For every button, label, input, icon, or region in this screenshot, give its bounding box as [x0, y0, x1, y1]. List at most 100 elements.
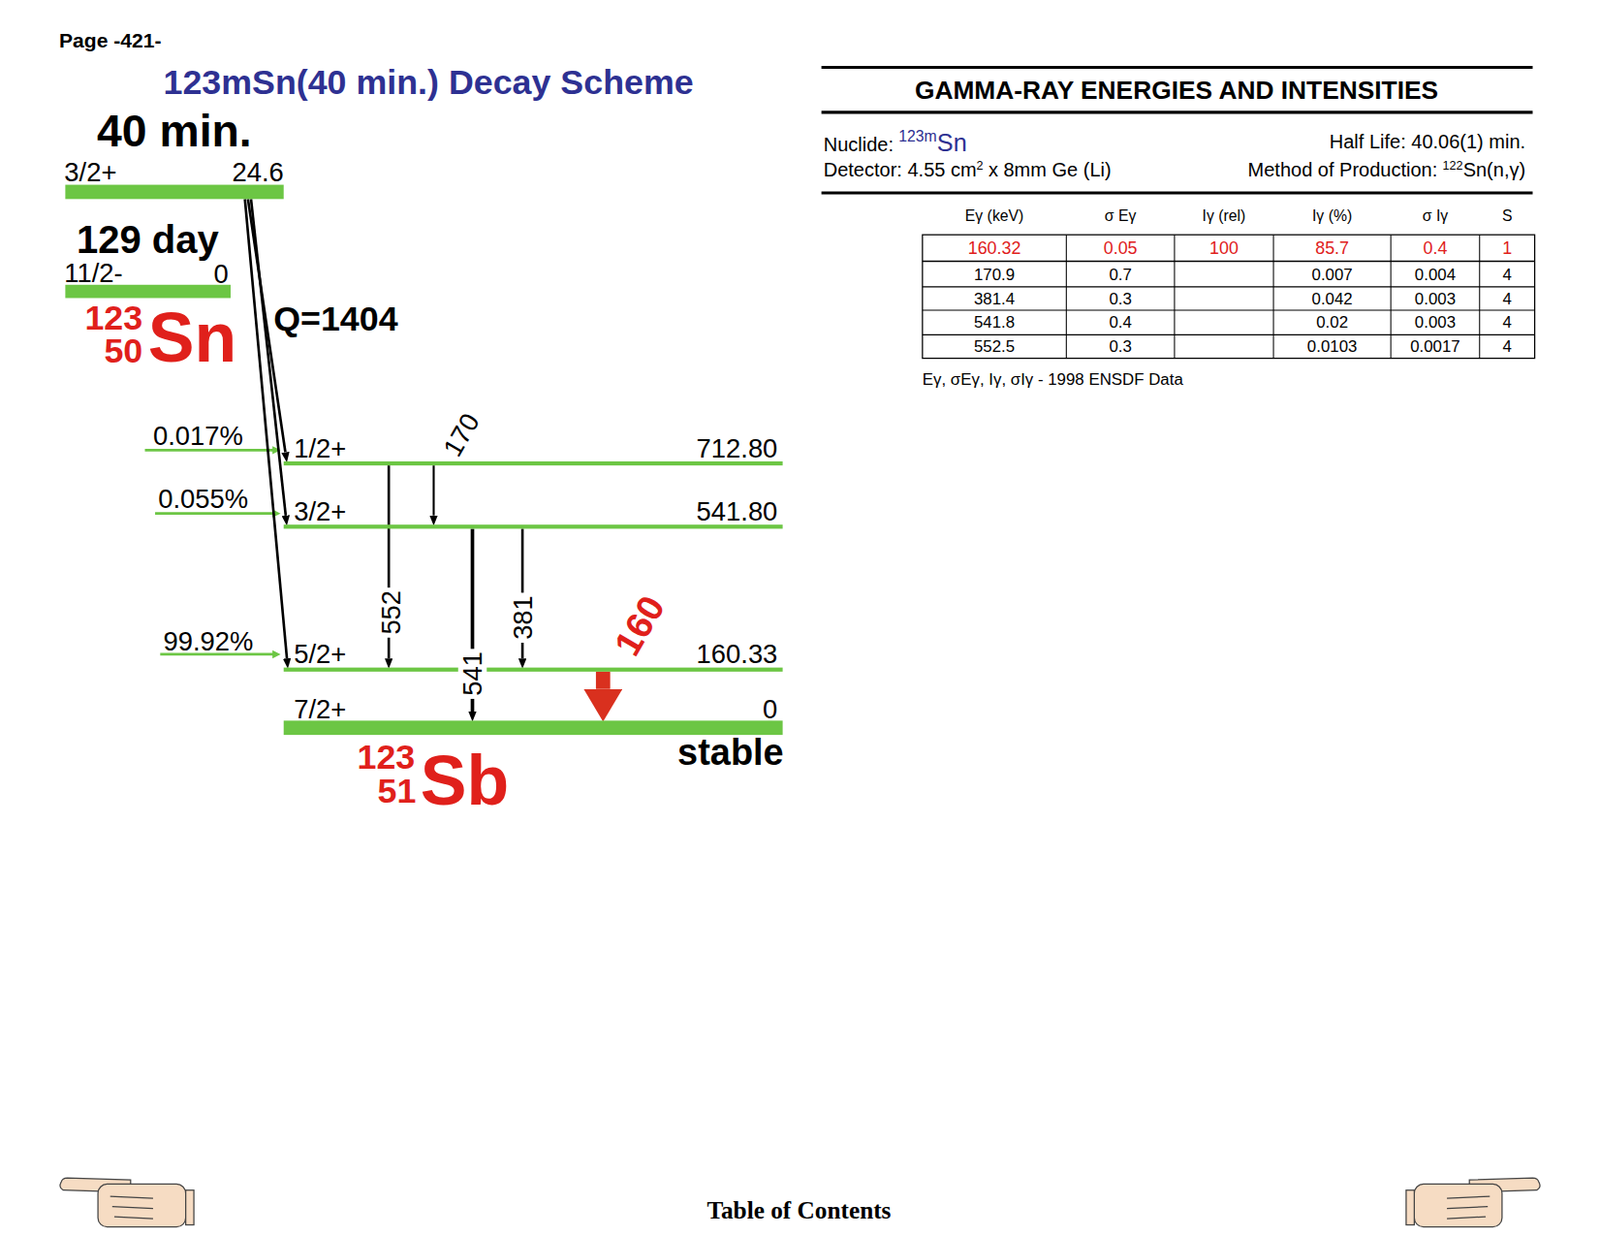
table-info: Method of Production:122Sn(n,γ) [1248, 158, 1527, 180]
table-cell: 0.042 [1312, 289, 1353, 308]
table-cell: 0.4 [1108, 313, 1131, 331]
table-cell: 0.0103 [1307, 337, 1358, 355]
level-label: 40 min. [96, 108, 252, 154]
table-cell: 4 [1502, 313, 1511, 331]
table-cell: 0.05 [1103, 238, 1138, 258]
table-header: σ Iγ [1422, 208, 1448, 225]
element-symbol: Sb [420, 740, 510, 818]
navigation-link: Table of Contents [706, 1197, 891, 1223]
level-label: 0 [762, 695, 778, 722]
gamma-transition-arrow [432, 465, 435, 516]
gamma-energy-label: 541 [458, 648, 487, 699]
level-label: 129 day [76, 219, 220, 259]
table-heading: GAMMA-RAY ENERGIES AND INTENSITIES [914, 74, 1439, 103]
gamma-energy-label: 552 [376, 587, 406, 638]
table-info: Nuclide:123mSn [823, 128, 968, 156]
table-header: Iγ (rel) [1202, 207, 1247, 225]
table-cell: 541.8 [973, 313, 1015, 331]
table-cell: 381.4 [973, 289, 1015, 308]
q-value: Q=1404 [273, 301, 398, 337]
level-label: 541.80 [696, 498, 779, 525]
table-cell: 0.3 [1108, 289, 1131, 308]
table-cell: 160.32 [968, 238, 1022, 258]
table-header: Eγ (keV) [965, 207, 1025, 225]
table-header: Iγ (%) [1312, 207, 1352, 225]
energy-level: 1/2+712.80 [283, 461, 784, 466]
page-number: Page -421- [59, 30, 161, 53]
gamma-energy-label: 170 [439, 408, 485, 461]
table-cell: 4 [1502, 264, 1511, 283]
level-label: stable [677, 733, 785, 771]
table-cell: 552.5 [973, 338, 1015, 355]
table-cell: 0.003 [1414, 313, 1456, 331]
table-cell: 100 [1209, 239, 1239, 257]
branch-intensity: 0.017% [153, 420, 244, 452]
table-cell: 4 [1502, 313, 1511, 331]
table-cell: 0.4 [1423, 239, 1448, 257]
table-cell: 0.4 [1108, 313, 1131, 331]
level-label: 1/2+ [293, 435, 346, 462]
table-info: 123m [898, 127, 938, 146]
table-cell: 4 [1502, 290, 1511, 308]
pointing-hand [60, 1177, 194, 1227]
table-header: S [1502, 208, 1513, 225]
table-cell: 1 [1502, 238, 1512, 258]
energy-level: 129 day11/2-0 [64, 284, 231, 299]
table-info: Nuclide: [823, 133, 894, 156]
table-cell: 0.0103 [1307, 338, 1358, 355]
table-cell: 4 [1502, 289, 1511, 308]
table-cell: 0.007 [1312, 264, 1353, 283]
level-label: 160.33 [696, 640, 779, 667]
atomic-number: 51 [377, 772, 417, 808]
table-cell: 0.7 [1108, 264, 1131, 283]
gamma-energy-label: 381 [507, 592, 536, 643]
table-cell: 0.003 [1414, 313, 1456, 331]
level-label: 7/2+ [293, 695, 346, 722]
table-header: σ Eγ [1104, 208, 1137, 225]
table-cell: 0.003 [1414, 290, 1456, 308]
table-header: σ Iγ [1422, 207, 1448, 225]
energy-level: 3/2+541.80 [283, 524, 784, 529]
level-label: 712.80 [696, 435, 779, 462]
table-header: σ Eγ [1104, 207, 1137, 225]
table-note: Eγ, σEγ, Iγ, σIγ - 1998 ENSDF Data [922, 370, 1184, 388]
beta-branch-arrow [245, 198, 287, 659]
table-info: Sn [937, 128, 968, 157]
table-cell: 0.0017 [1410, 338, 1461, 355]
navigation-link: Table of Contents [706, 1196, 891, 1224]
level-label: 5/2+ [293, 640, 346, 667]
element-symbol: Sb [420, 745, 510, 816]
gamma-energy-label: 160 [608, 590, 671, 662]
level-label: 0 [214, 259, 229, 286]
branch-intensity: 99.92% [162, 625, 253, 657]
mass-number: 123 [357, 738, 416, 774]
branch-intensity: 0.017% [153, 422, 244, 449]
table-info: Half Life: 40.06(1) min. [1329, 130, 1526, 153]
table-cell: 0.3 [1108, 290, 1131, 308]
table-cell: 4 [1502, 338, 1511, 355]
level-label: 3/2+ [293, 498, 346, 525]
table-cell: 0.7 [1108, 265, 1131, 283]
table-cell: 4 [1502, 337, 1511, 355]
level-label: 24.6 [231, 158, 283, 186]
page-number: Page -421- [59, 31, 161, 52]
table-cell: 0.003 [1414, 289, 1456, 308]
atomic-number: 51 [377, 770, 417, 810]
table-info: 2 [976, 157, 984, 173]
mass-number: 123 [357, 736, 416, 776]
table-cell: 0.02 [1316, 313, 1349, 331]
atomic-number: 50 [103, 330, 143, 370]
table-cell: 0.02 [1316, 313, 1349, 331]
table-cell: 0.4 [1423, 238, 1448, 258]
table-cell: 0.004 [1414, 264, 1456, 283]
table-cell: 4 [1502, 265, 1511, 283]
branch-intensity: 0.055% [157, 483, 249, 515]
table-cell: 85.7 [1315, 239, 1350, 257]
table-cell: 170.9 [973, 265, 1015, 283]
table-info: Sn(n,γ) [1463, 158, 1526, 181]
energy-level: 40 min.3/2+24.6 [64, 185, 283, 200]
table-header: S [1502, 207, 1513, 225]
table-info: Detector: 4.55 cm2x 8mm Ge (Li) [823, 158, 1112, 180]
table-header: Iγ (rel) [1202, 208, 1247, 225]
table-cell: 1 [1502, 239, 1512, 257]
